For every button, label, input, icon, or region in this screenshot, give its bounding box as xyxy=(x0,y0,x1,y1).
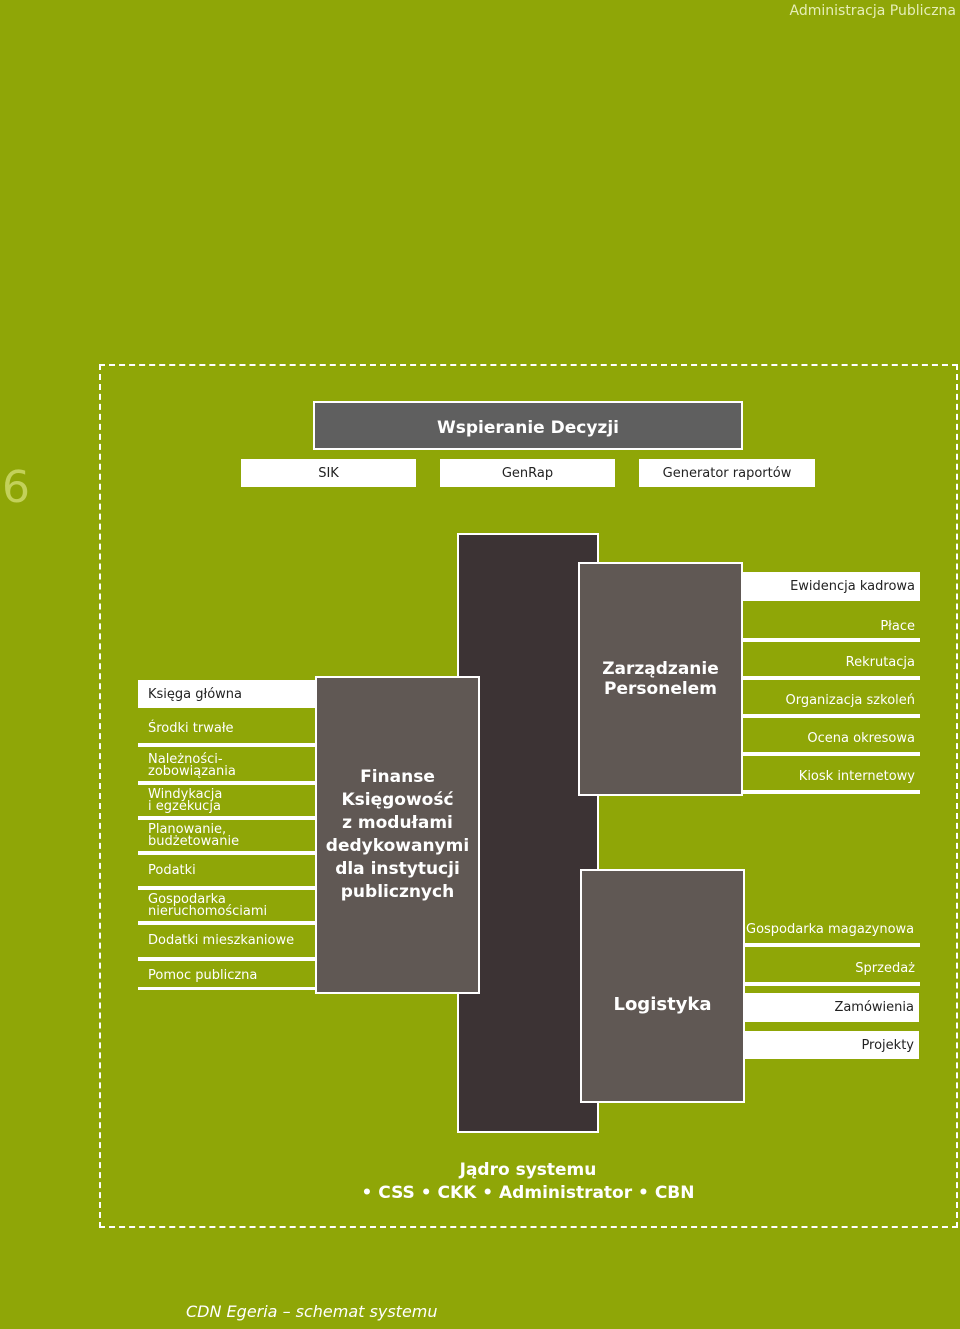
core-components: • CSS • CKK • Administrator • CBN xyxy=(361,1183,695,1203)
finance-item-label: Podatki xyxy=(148,863,196,878)
finance-title-line: dla instytucji xyxy=(335,859,460,879)
logistics-item-label: Gospodarka magazynowa xyxy=(746,922,915,937)
finance-item: Planowanie, budżetowanie xyxy=(138,822,315,855)
finance-title-line: dedykowanymi xyxy=(325,836,470,856)
tool-genrap: GenRap xyxy=(440,459,615,487)
finance-title-line: z modułami xyxy=(342,813,453,833)
finance-item: Windykacja i egzekucja xyxy=(138,787,315,820)
hr-title-line: Personelem xyxy=(604,679,717,699)
page-number: 6 xyxy=(2,462,30,513)
hr-title-line: Zarządzanie xyxy=(602,659,719,679)
finance-item-label: Należności- xyxy=(148,752,223,767)
finance-item-label: Windykacja xyxy=(148,787,223,802)
finance-item-label: Środki trwałe xyxy=(148,721,234,736)
finance-item: Należności- zobowiązania xyxy=(138,752,315,785)
finance-item: Pomoc publiczna xyxy=(138,968,315,990)
logistics-item: Gospodarka magazynowa xyxy=(743,923,920,947)
hr-module: Zarządzanie Personelem xyxy=(578,562,743,796)
finance-item-label: zobowiązania xyxy=(148,764,236,779)
finance-item-label: Planowanie, xyxy=(148,822,227,837)
hr-item: Kiosk internetowy xyxy=(743,770,920,794)
hr-item: Płace xyxy=(743,620,920,642)
logistics-item-label: Sprzedaż xyxy=(855,961,915,976)
hr-item: Organizacja szkoleń xyxy=(743,694,920,718)
hr-item: Ocena okresowa xyxy=(743,732,920,756)
logistics-item: Projekty xyxy=(743,1031,919,1059)
finance-item: Księga główna xyxy=(138,680,315,708)
core-title: Jądro systemu xyxy=(459,1160,597,1180)
tool-report-generator: Generator raportów xyxy=(639,459,815,487)
finance-item: Dodatki mieszkaniowe xyxy=(138,933,315,961)
finance-item-label: i egzekucja xyxy=(148,799,221,814)
finance-item-label: Pomoc publiczna xyxy=(148,968,258,983)
hr-item-label: Organizacja szkoleń xyxy=(785,693,915,708)
hr-item-label: Kiosk internetowy xyxy=(798,769,915,784)
diagram-caption: CDN Egeria – schemat systemu xyxy=(186,1302,438,1321)
finance-item: Podatki xyxy=(138,863,315,890)
logistics-module: Logistyka xyxy=(580,869,745,1103)
finance-item-label: budżetowanie xyxy=(148,834,240,849)
finance-item: Gospodarka nieruchomościami xyxy=(138,892,315,925)
finance-title-line: publicznych xyxy=(340,882,455,902)
finance-item-label: Gospodarka xyxy=(148,892,226,907)
hr-item-label: Rekrutacja xyxy=(845,655,915,670)
finance-title-line: Księgowość xyxy=(341,790,454,810)
hr-item-label: Płace xyxy=(880,619,915,634)
finance-title-line: Finanse xyxy=(360,767,435,787)
finance-item-label: nieruchomościami xyxy=(148,904,268,919)
finance-item-label: Dodatki mieszkaniowe xyxy=(148,933,295,948)
hr-item: Rekrutacja xyxy=(743,656,920,680)
system-frame xyxy=(99,364,958,1228)
logistics-item: Zamówienia xyxy=(743,993,919,1022)
hr-item: Ewidencja kadrowa xyxy=(743,572,920,601)
finance-item: Środki trwałe xyxy=(138,721,315,747)
tool-sik: SIK xyxy=(241,459,416,487)
section-header: Administracja Publiczna xyxy=(789,3,956,19)
finance-module: Finanse Księgowość z modułami dedykowany… xyxy=(315,676,480,994)
logistics-item: Sprzedaż xyxy=(743,962,920,986)
hr-item-label: Ocena okresowa xyxy=(807,731,915,746)
decision-support-box: Wspieranie Decyzji xyxy=(313,401,743,450)
